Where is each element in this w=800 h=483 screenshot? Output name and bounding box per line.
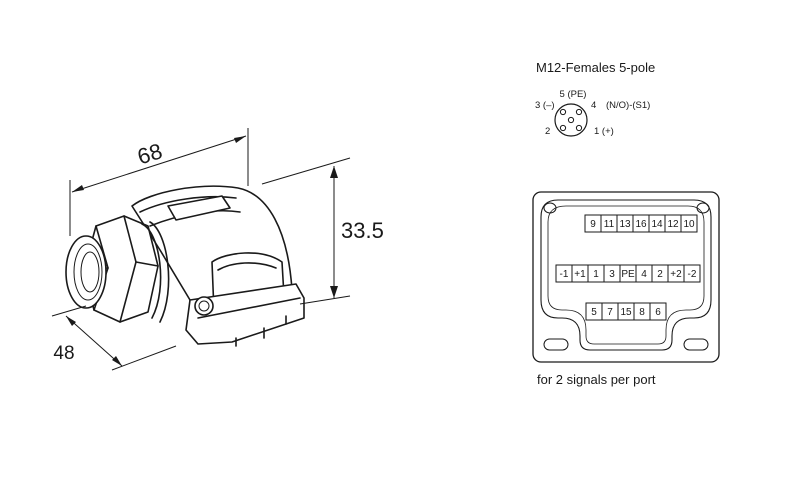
terminal-cell [649, 302, 667, 321]
terminal-label: 9 [590, 219, 596, 230]
height-dimension-label: 33.5 [341, 218, 384, 243]
terminal-label: -2 [688, 269, 697, 280]
housing-illustration [65, 185, 305, 347]
corner-hole-top-left [543, 202, 557, 214]
pin-1-dot [575, 124, 583, 132]
m12-pinout: M12-Females 5-pole 5 (PE) 4 (N/O)-(S1) 3… [535, 60, 655, 137]
terminal-label: 1 [593, 269, 599, 280]
terminal-cell [683, 264, 701, 283]
slot-bottom-left [543, 338, 569, 351]
terminal-label: 12 [667, 219, 679, 230]
terminal-label: 15 [620, 307, 632, 318]
terminal-cell [680, 214, 698, 233]
terminal-label: PE [621, 269, 635, 280]
pin-3-dot [559, 108, 567, 116]
pin-4-dot [575, 108, 583, 116]
terminal-label: 8 [639, 307, 645, 318]
corner-hole-top-right [696, 202, 710, 214]
pin-3-label: 3 (–) [535, 100, 555, 111]
pin-1-label: 1 (+) [594, 126, 614, 137]
terminal-row-top: 9 11 13 16 14 12 10 [584, 214, 698, 233]
pin-5-label: 5 (PE) [560, 89, 587, 100]
terminal-box-caption: for 2 signals per port [537, 372, 656, 387]
terminal-label: 4 [641, 269, 647, 280]
terminal-label: 16 [635, 219, 647, 230]
terminal-label: +1 [574, 269, 586, 280]
terminal-label: 13 [619, 219, 631, 230]
terminal-box-inner-border-2 [547, 205, 705, 345]
connector-title: M12-Females 5-pole [536, 60, 655, 75]
width-dimension-label: 48 [53, 343, 74, 364]
terminal-label: 2 [657, 269, 663, 280]
pin-4-function-label: (N/O)-(S1) [606, 100, 650, 111]
terminal-label: 10 [683, 219, 695, 230]
dimension-width: 48 [51, 305, 177, 371]
pin-5-dot [567, 116, 575, 124]
terminal-label: 6 [655, 307, 661, 318]
slot-bottom-right [683, 338, 709, 351]
pin-2-dot [559, 124, 567, 132]
pin-4-label: 4 [591, 100, 596, 111]
terminal-label: 7 [607, 307, 613, 318]
dimension-height: 33.5 [261, 157, 384, 305]
terminal-box-inner-border [540, 199, 712, 351]
terminal-label: 11 [604, 219, 615, 230]
connector-face [554, 103, 588, 137]
length-dimension-label: 68 [134, 138, 165, 169]
terminal-label: 3 [609, 269, 615, 280]
terminal-label: 5 [591, 307, 597, 318]
terminal-label: +2 [670, 269, 682, 280]
pin-2-label: 2 [545, 126, 550, 137]
terminal-label: -1 [560, 269, 569, 280]
terminal-label: 14 [651, 219, 663, 230]
